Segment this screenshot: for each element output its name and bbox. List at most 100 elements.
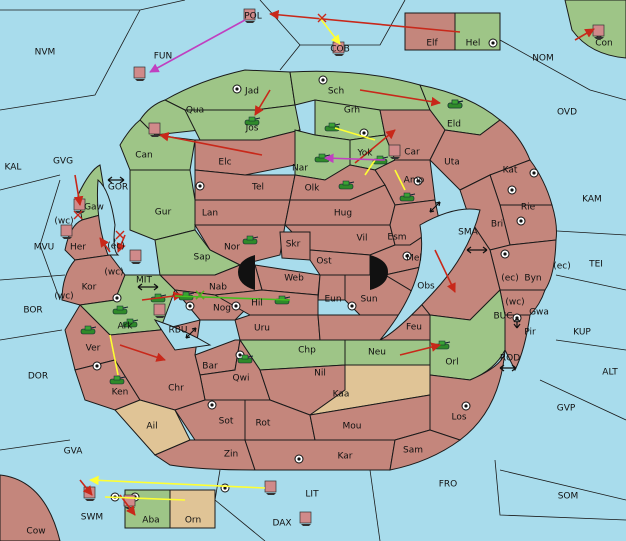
supply-center-dot — [510, 188, 514, 192]
sea-label: DAX — [272, 519, 291, 529]
order-red — [119, 344, 166, 362]
army-unit[interactable] — [109, 375, 126, 385]
sea-label: DOR — [28, 372, 48, 382]
order-yellow — [394, 169, 406, 191]
province-uru[interactable] — [234, 314, 321, 341]
province-kar[interactable] — [244, 439, 396, 471]
order-yellow — [319, 17, 341, 45]
province-feu[interactable] — [317, 314, 436, 341]
province-nor[interactable] — [194, 224, 286, 266]
order-red — [399, 342, 441, 356]
province-neu[interactable] — [344, 339, 436, 366]
supply-center-dot — [503, 252, 507, 256]
orders — [73, 10, 595, 516]
province-tel[interactable] — [194, 169, 296, 201]
sea-label: FUN — [154, 52, 173, 62]
fleet-unit[interactable] — [60, 224, 73, 239]
province-gur[interactable] — [129, 169, 196, 241]
province-orn[interactable] — [169, 489, 216, 529]
army-unit[interactable] — [244, 116, 261, 126]
bidirectional-markers — [107, 176, 521, 372]
province-can[interactable] — [119, 119, 196, 171]
province-lan[interactable] — [194, 199, 291, 226]
province-sam[interactable] — [389, 429, 462, 471]
order-red — [79, 479, 93, 496]
order-red — [354, 129, 396, 164]
province-skr[interactable] — [279, 231, 311, 261]
supply-center-dot — [350, 304, 354, 308]
army-unit[interactable] — [447, 99, 464, 109]
sea-label: KAL — [5, 163, 22, 173]
province-ail[interactable] — [114, 399, 191, 456]
province-los[interactable] — [429, 349, 506, 441]
fleet-unit[interactable] — [388, 144, 401, 159]
order-red — [99, 237, 111, 253]
province-byn[interactable] — [489, 239, 557, 291]
supply-center-dot — [234, 304, 238, 308]
province-hel[interactable] — [454, 12, 501, 51]
army-unit[interactable] — [122, 318, 139, 328]
sea-label: KUP — [573, 328, 591, 338]
sea-label: NOM — [532, 54, 554, 64]
province-nog[interactable] — [173, 289, 251, 321]
supply-center-dot — [532, 171, 536, 175]
order-yellow — [334, 127, 376, 141]
province-jad[interactable] — [163, 69, 296, 113]
fleet-unit[interactable] — [148, 122, 161, 137]
supply-center-dot — [405, 254, 409, 258]
fleet-unit[interactable] — [299, 511, 312, 526]
province-pir[interactable] — [504, 314, 531, 372]
supply-center-dot — [297, 457, 301, 461]
sea-label: OVD — [557, 108, 577, 118]
supply-center-dot — [115, 296, 119, 300]
lake-sma — [379, 208, 481, 341]
army-unit[interactable] — [237, 354, 254, 364]
lake-rbu — [153, 319, 212, 351]
army-unit[interactable] — [112, 305, 129, 315]
supply-center-dot — [235, 87, 239, 91]
sea-label: (ec) — [553, 262, 571, 272]
order-green — [174, 295, 291, 301]
fleet-unit[interactable] — [129, 249, 142, 264]
army-unit[interactable] — [338, 180, 355, 190]
sea-label: FRO — [439, 480, 458, 490]
order-yellow — [364, 159, 376, 176]
sea-label: GVG — [53, 157, 73, 167]
fleet-unit[interactable] — [243, 8, 256, 23]
fleet-unit[interactable] — [332, 41, 345, 56]
sea-label: MVU — [34, 243, 55, 253]
army-unit[interactable] — [242, 235, 259, 245]
fleet-unit[interactable] — [153, 303, 166, 318]
province-gwa[interactable] — [499, 289, 546, 316]
province-hil[interactable] — [213, 289, 319, 316]
supply-center-dot — [362, 131, 366, 135]
order-red — [73, 174, 84, 206]
order-red — [116, 234, 126, 253]
order-yellow — [104, 496, 186, 501]
supply-center-dot — [321, 78, 325, 82]
sea-label: TEI — [588, 260, 603, 270]
fleet-unit[interactable] — [133, 66, 146, 81]
sea-label: GOR — [108, 183, 128, 193]
lakes — [96, 178, 481, 351]
sea-label: NVM — [35, 48, 56, 58]
supply-center-dot — [188, 304, 192, 308]
army-unit[interactable] — [80, 325, 97, 335]
sea-label: GVA — [64, 447, 84, 457]
supply-center-dot — [416, 179, 420, 183]
impassable-zones — [238, 255, 388, 290]
sea-label: LIT — [305, 490, 319, 500]
supply-center-dot — [210, 403, 214, 407]
province-cow[interactable] — [0, 474, 61, 541]
order-red — [254, 89, 271, 116]
order-red — [434, 249, 456, 293]
order-support-x — [195, 290, 205, 300]
province-zin[interactable] — [153, 439, 256, 471]
order-red — [159, 131, 263, 156]
province-eun[interactable] — [317, 274, 346, 301]
army-unit[interactable] — [399, 192, 416, 202]
fleet-unit[interactable] — [83, 486, 96, 501]
fleet-unit[interactable] — [264, 480, 277, 495]
province-ost[interactable] — [309, 249, 371, 276]
